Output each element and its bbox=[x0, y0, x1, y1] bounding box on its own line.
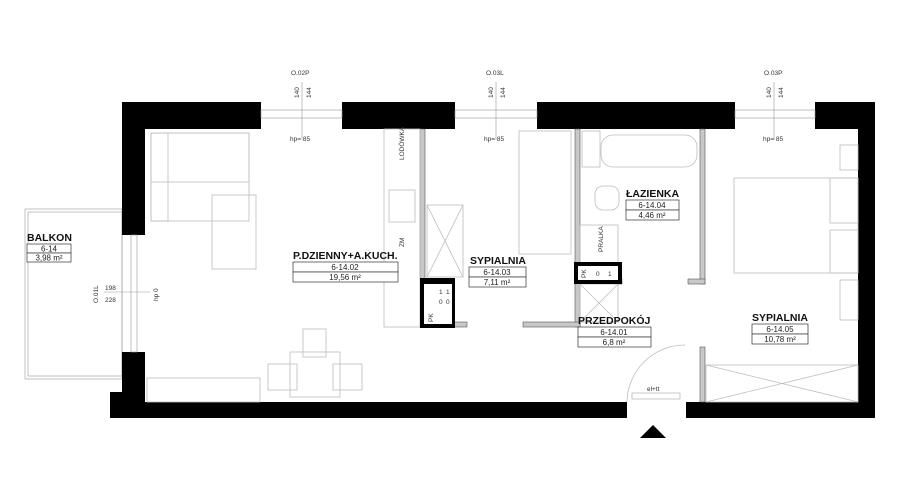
room-label-balkon: BALKON 6-14 3,98 m² bbox=[26, 232, 72, 263]
entrance-arrow-icon bbox=[640, 425, 666, 438]
exterior-walls bbox=[110, 102, 875, 418]
svg-text:1: 1 bbox=[439, 289, 443, 296]
svg-text:4,46 m²: 4,46 m² bbox=[638, 211, 665, 220]
svg-text:144: 144 bbox=[306, 87, 313, 98]
interior-partitions bbox=[419, 128, 706, 403]
svg-text:3,98 m²: 3,98 m² bbox=[35, 254, 62, 263]
svg-text:6-14.05: 6-14.05 bbox=[766, 325, 794, 334]
svg-text:O.02P: O.02P bbox=[291, 70, 309, 77]
svg-text:hp= 85: hp= 85 bbox=[290, 136, 310, 143]
svg-text:0: 0 bbox=[596, 271, 600, 278]
washer-label: PRALKA bbox=[598, 226, 605, 252]
svg-text:P.DZIENNY+A.KUCH.: P.DZIENNY+A.KUCH. bbox=[293, 250, 398, 262]
window-label-o03p: O.03P 140 144 hp= 85 bbox=[763, 70, 785, 143]
room-label-living: P.DZIENNY+A.KUCH. 6-14.02 19,56 m² bbox=[292, 250, 399, 283]
svg-text:O.01L: O.01L bbox=[93, 285, 100, 303]
svg-text:O.03L: O.03L bbox=[486, 70, 504, 77]
pk-shaft-right: PK 0 1 bbox=[574, 262, 622, 284]
window-label-o02p: O.02P 140 144 hp= 85 bbox=[290, 70, 313, 143]
svg-text:140: 140 bbox=[294, 87, 301, 98]
svg-text:6-14.02: 6-14.02 bbox=[331, 263, 359, 272]
svg-text:7,11 m²: 7,11 m² bbox=[484, 278, 511, 287]
svg-text:6-14.01: 6-14.01 bbox=[600, 328, 628, 337]
dishwasher-label: ZM bbox=[399, 238, 406, 247]
svg-text:6-14: 6-14 bbox=[41, 245, 58, 254]
svg-text:0: 0 bbox=[446, 299, 450, 306]
svg-text:6-14.04: 6-14.04 bbox=[638, 201, 666, 210]
svg-text:1: 1 bbox=[446, 289, 450, 296]
svg-text:228: 228 bbox=[105, 297, 116, 304]
svg-text:6-14.03: 6-14.03 bbox=[483, 268, 511, 277]
svg-text:PK: PK bbox=[428, 313, 435, 322]
svg-text:0: 0 bbox=[439, 299, 443, 306]
svg-text:SYPIALNIA: SYPIALNIA bbox=[470, 255, 526, 267]
svg-text:140: 140 bbox=[488, 87, 495, 98]
svg-text:140: 140 bbox=[766, 87, 773, 98]
fridge-label: LODÓWKA bbox=[397, 126, 406, 160]
window-o03p bbox=[734, 82, 816, 140]
svg-text:O.03P: O.03P bbox=[764, 70, 782, 77]
electrical-label: el+tt bbox=[647, 386, 660, 393]
svg-text:19,56 m²: 19,56 m² bbox=[329, 273, 361, 282]
pk-shaft-left: PK 1 1 0 0 bbox=[420, 278, 455, 328]
room-label-bedroom-1: SYPIALNIA 6-14.03 7,11 m² bbox=[468, 255, 526, 288]
balcony-outline bbox=[24, 208, 123, 380]
room-label-hallway: PRZEDPOKÓJ 6-14.01 6,8 m² bbox=[577, 314, 652, 348]
svg-text:144: 144 bbox=[778, 87, 785, 98]
svg-text:10,78 m²: 10,78 m² bbox=[764, 335, 796, 344]
svg-text:hp= 85: hp= 85 bbox=[763, 136, 783, 143]
balcony-door-label: O.01L 198 228 hp 0 bbox=[93, 285, 160, 304]
svg-text:PRZEDPOKÓJ: PRZEDPOKÓJ bbox=[578, 314, 651, 327]
svg-text:hp 0: hp 0 bbox=[153, 288, 160, 301]
svg-text:6,8 m²: 6,8 m² bbox=[603, 338, 626, 347]
window-o03l bbox=[454, 82, 538, 140]
svg-text:144: 144 bbox=[500, 87, 507, 98]
svg-text:BALKON: BALKON bbox=[27, 232, 72, 244]
room-label-bedroom-2: SYPIALNIA 6-14.05 10,78 m² bbox=[751, 312, 808, 345]
svg-text:PK: PK bbox=[581, 269, 588, 278]
svg-text:198: 198 bbox=[105, 285, 116, 292]
window-label-o03l: O.03L 140 144 hp= 85 bbox=[484, 70, 507, 143]
room-label-bathroom: ŁAZIENKA 6-14.04 4,46 m² bbox=[625, 188, 679, 221]
svg-text:SYPIALNIA: SYPIALNIA bbox=[752, 312, 808, 324]
balcony-door bbox=[104, 234, 150, 353]
svg-text:hp= 85: hp= 85 bbox=[484, 136, 504, 143]
svg-text:1: 1 bbox=[608, 271, 612, 278]
window-o02p bbox=[260, 82, 343, 140]
svg-text:ŁAZIENKA: ŁAZIENKA bbox=[626, 188, 679, 200]
